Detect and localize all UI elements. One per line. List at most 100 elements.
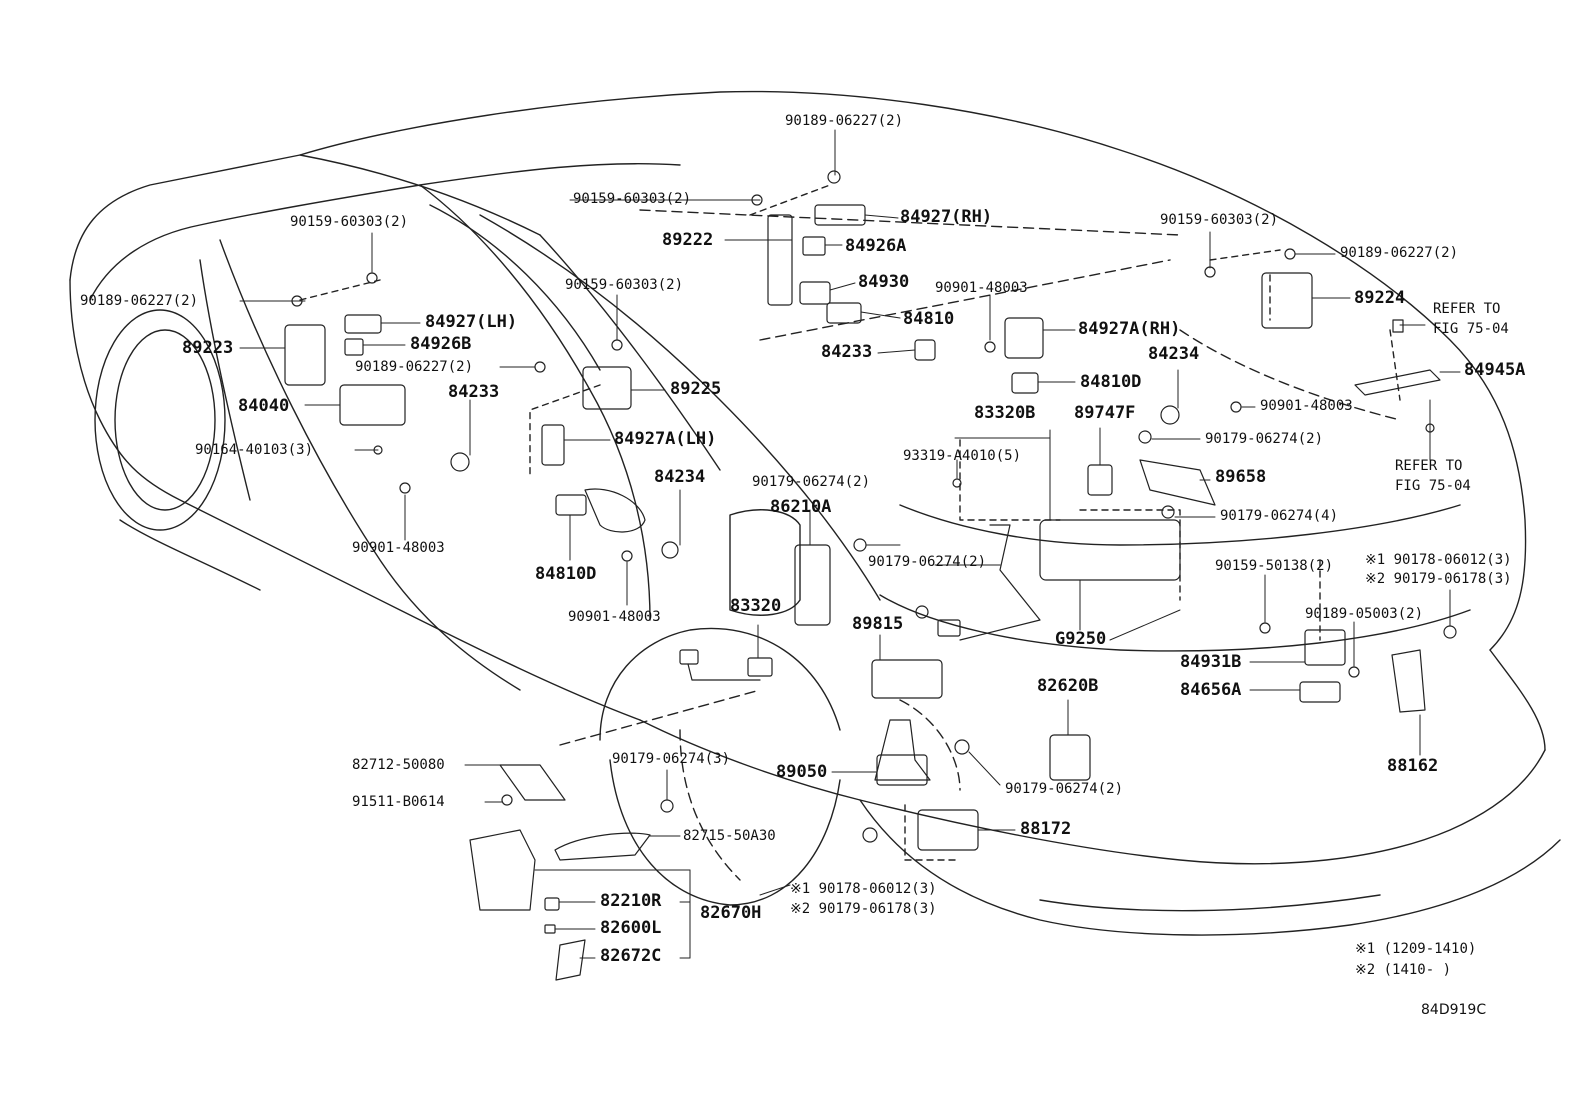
bolt-90159-lh2	[611, 339, 623, 351]
part-label: 90901-48003	[935, 280, 1028, 296]
bracket-86210a	[794, 544, 831, 626]
part-label: 84233	[448, 382, 500, 402]
nut-86210a	[853, 538, 867, 552]
harness-82715	[554, 832, 651, 861]
bolt-90189-lh2	[534, 361, 546, 373]
part-label: 82672C	[600, 946, 662, 966]
bracket-84931b	[1304, 629, 1346, 666]
part-label: 84926B	[410, 334, 472, 354]
part-label: 82210R	[600, 891, 662, 911]
switch-84926a	[802, 236, 826, 256]
part-label: 90189-06227(2)	[80, 293, 199, 309]
part-label: 84927(RH)	[900, 207, 993, 227]
switch-84927-lh	[344, 314, 382, 334]
part-label: 84931B	[1180, 652, 1242, 672]
sensor-84233-rh	[914, 339, 936, 361]
part-label: 84656A	[1180, 680, 1242, 700]
part-label: 84233	[821, 342, 873, 362]
cover-82712	[499, 764, 566, 801]
part-label: 90179-06274(2)	[868, 554, 987, 570]
bolt-90901-rh2	[1230, 401, 1242, 413]
part-label: 84234	[1148, 344, 1200, 364]
bracket-89050	[874, 719, 931, 781]
part-label: ※2 90179-06178(3)	[1365, 571, 1512, 587]
ecu-82670h	[469, 829, 536, 911]
part-label: 90159-60303(2)	[565, 277, 684, 293]
nut-90179-06274-rh	[1138, 430, 1152, 444]
bracket-89222	[767, 214, 793, 306]
reference-label: REFER TO	[1433, 301, 1501, 317]
footnote-1: ※1 (1209-1410)	[1355, 941, 1477, 957]
switch-84810d-rh	[1011, 372, 1039, 394]
part-label: ※2 90179-06178(3)	[790, 901, 937, 917]
part-label: 89815	[852, 614, 904, 634]
reference-label: FIG 75-04	[1395, 478, 1471, 494]
unit-g9250	[1039, 519, 1181, 581]
part-label: 90179-06274(2)	[1005, 781, 1124, 797]
part-label: 90189-06227(2)	[785, 113, 904, 129]
part-label: 90189-06227(2)	[1340, 245, 1459, 261]
part-label: 84234	[654, 467, 706, 487]
handle-84810d-lh	[584, 488, 646, 533]
switch-84040	[339, 384, 406, 426]
nut-89815	[915, 605, 929, 619]
bolt-91511	[501, 794, 513, 806]
ecu-89225	[582, 366, 632, 410]
reference-label: FIG 75-04	[1433, 321, 1509, 337]
part-label: 90179-06274(3)	[612, 751, 731, 767]
bolt-90901-lh2	[621, 550, 633, 562]
part-label: 89050	[776, 762, 828, 782]
antenna-83320-body	[747, 657, 773, 677]
part-label: 89223	[182, 338, 234, 358]
part-label: 84927A(RH)	[1078, 319, 1181, 339]
switch-84930	[799, 281, 831, 305]
bolt-90159-lh1	[366, 272, 378, 284]
part-label: 89224	[1354, 288, 1406, 308]
part-label: 82600L	[600, 918, 662, 938]
part-label: 89658	[1215, 467, 1267, 487]
antenna-83320b	[959, 524, 1041, 641]
bolt-90189-rh1	[1284, 248, 1296, 260]
module-89747f	[1087, 464, 1113, 496]
module-88162	[1391, 649, 1426, 713]
bolt-90901-lh1	[399, 482, 411, 494]
light-84945a	[1354, 369, 1441, 396]
part-label: 89747F	[1074, 403, 1136, 423]
part-label: ※1 90178-06012(3)	[790, 881, 937, 897]
part-label: 90179-06274(2)	[1205, 431, 1324, 447]
sensor-84233-lh	[450, 452, 470, 472]
part-label: ※1 90178-06012(3)	[1365, 552, 1512, 568]
part-label: 86210A	[770, 497, 832, 517]
switch-84927-rh	[814, 204, 866, 226]
nut-88162	[1443, 625, 1457, 639]
ecu-89224	[1261, 272, 1313, 329]
nut-82715	[660, 799, 674, 813]
part-label: 89222	[662, 230, 714, 250]
part-label: 84927A(LH)	[614, 429, 717, 449]
ecu-89815	[871, 659, 943, 699]
bolt-93319	[952, 478, 962, 488]
part-label: 90159-60303(2)	[573, 191, 692, 207]
car-body-outline	[69, 90, 1561, 936]
bolt-90189-05003	[1348, 666, 1360, 678]
part-label: 84927(LH)	[425, 312, 518, 332]
cover-82672c	[555, 939, 586, 981]
part-label: 84926A	[845, 236, 907, 256]
part-label: 90164-40103(3)	[195, 442, 314, 458]
part-label: 90159-60303(2)	[1160, 212, 1279, 228]
part-label: 84945A	[1464, 360, 1526, 380]
switch-84810	[826, 302, 862, 324]
nut-88172	[862, 827, 878, 843]
part-label: 89225	[670, 379, 722, 399]
part-label: 84810D	[535, 564, 597, 584]
part-label: G9250	[1055, 629, 1107, 649]
part-label: 82620B	[1037, 676, 1099, 696]
bracket-89658	[1139, 459, 1216, 506]
part-label: 91511-B0614	[352, 794, 445, 810]
reference-label: REFER TO	[1395, 458, 1463, 474]
part-label: 90901-48003	[1260, 398, 1353, 414]
bolt-90189-top	[827, 170, 841, 184]
part-label: 90901-48003	[352, 540, 445, 556]
part-label: 88162	[1387, 756, 1439, 776]
